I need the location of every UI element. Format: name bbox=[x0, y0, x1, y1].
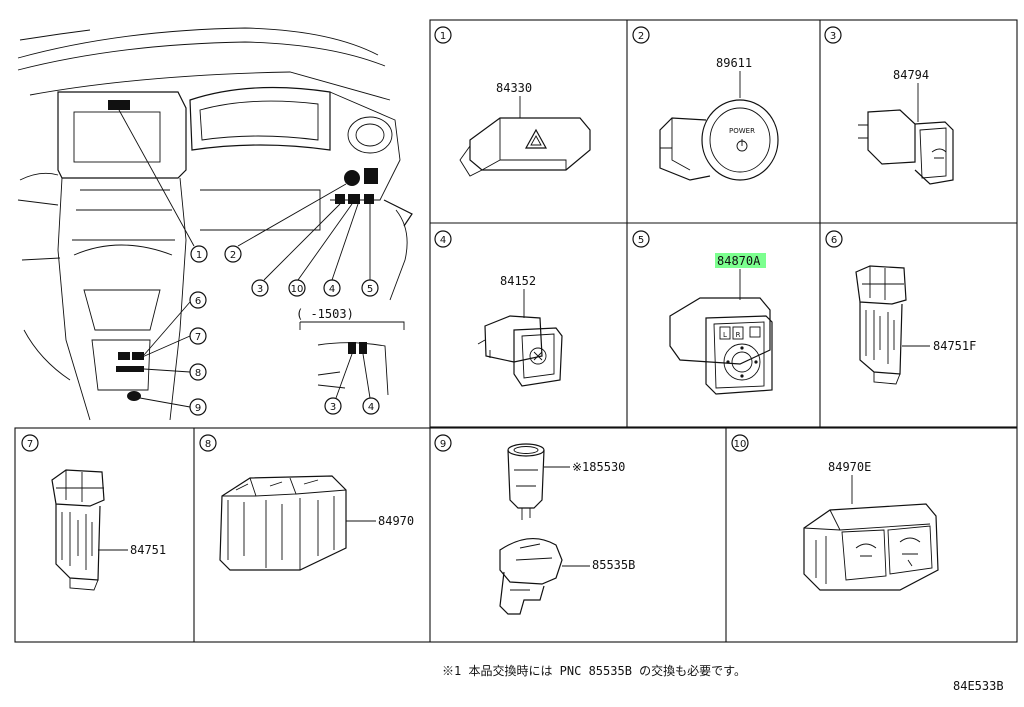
inset-callout-3: 3 bbox=[324, 397, 342, 415]
part-number-84330: 84330 bbox=[496, 81, 532, 95]
diagram-code: 84E533B bbox=[953, 679, 1004, 693]
panel-4: 4 84152 bbox=[434, 230, 563, 387]
svg-text:1: 1 bbox=[440, 31, 446, 42]
panel-2: 2 89611 POWER bbox=[632, 26, 779, 181]
part-number-84970: 84970 bbox=[378, 514, 414, 528]
svg-text:5: 5 bbox=[638, 235, 644, 246]
inset-label: ( -1503) bbox=[296, 307, 354, 321]
svg-text:3: 3 bbox=[330, 402, 336, 413]
svg-text:8: 8 bbox=[205, 439, 211, 450]
part-number-185530: ※185530 bbox=[572, 460, 625, 474]
panel-6: 6 84751F bbox=[825, 230, 976, 385]
part-number-84970E: 84970E bbox=[828, 460, 871, 474]
svg-text:6: 6 bbox=[195, 296, 201, 307]
svg-text:8: 8 bbox=[195, 368, 201, 379]
callout-1: 1 bbox=[190, 245, 208, 263]
power-label: POWER bbox=[729, 127, 755, 135]
callout-7: 7 bbox=[189, 327, 207, 345]
callout-2: 2 bbox=[224, 245, 242, 263]
svg-text:4: 4 bbox=[368, 402, 374, 413]
svg-text:1: 1 bbox=[196, 250, 202, 261]
panel-3: 3 84794 bbox=[824, 26, 954, 185]
part-number-85535B: 85535B bbox=[592, 558, 635, 572]
callout-9: 9 bbox=[189, 398, 207, 416]
svg-text:3: 3 bbox=[257, 284, 263, 295]
panel-8: 8 84970 bbox=[199, 434, 414, 571]
svg-text:10: 10 bbox=[291, 284, 304, 295]
svg-text:9: 9 bbox=[440, 439, 446, 450]
svg-text:6: 6 bbox=[831, 235, 837, 246]
svg-text:7: 7 bbox=[195, 332, 201, 343]
footnote: ※1 本品交換時には PNC 85535B の交換も必要です。 bbox=[442, 663, 746, 678]
svg-text:4: 4 bbox=[440, 235, 446, 246]
inset-variant: ( -1503) 3 4 bbox=[296, 307, 405, 415]
panel-1: 1 84330 bbox=[434, 26, 591, 177]
callout-8: 8 bbox=[189, 363, 207, 381]
svg-text:3: 3 bbox=[830, 31, 836, 42]
panel-10: 10 84970E bbox=[731, 434, 939, 591]
part-number-84751F: 84751F bbox=[933, 339, 976, 353]
panel-5: 5 84870A L R bbox=[632, 230, 773, 395]
part-highlight bbox=[715, 253, 766, 268]
svg-text:L: L bbox=[723, 331, 727, 339]
panel-7: 7 84751 bbox=[21, 434, 166, 591]
callout-5: 5 bbox=[361, 279, 379, 297]
part-number-84870A[interactable]: 84870A bbox=[717, 254, 761, 268]
svg-text:2: 2 bbox=[230, 250, 236, 261]
dashboard-overview: 1 2 3 10 4 5 6 7 8 9 ( -1503) 3 4 bbox=[17, 27, 413, 421]
callout-6: 6 bbox=[189, 291, 207, 309]
svg-text:R: R bbox=[736, 331, 741, 339]
callout-4: 4 bbox=[323, 279, 341, 297]
part-number-84794: 84794 bbox=[893, 68, 929, 82]
panel-9: 9 ※185530 85535B bbox=[434, 434, 635, 615]
part-number-84152: 84152 bbox=[500, 274, 536, 288]
inset-callout-4: 4 bbox=[362, 397, 380, 415]
callout-3: 3 bbox=[251, 279, 269, 297]
svg-text:2: 2 bbox=[638, 31, 644, 42]
part-number-89611: 89611 bbox=[716, 56, 752, 70]
part-number-84751: 84751 bbox=[130, 543, 166, 557]
svg-text:7: 7 bbox=[27, 439, 33, 450]
svg-text:4: 4 bbox=[329, 284, 335, 295]
svg-text:5: 5 bbox=[367, 284, 373, 295]
panel-grid bbox=[14, 19, 1018, 643]
callout-10: 10 bbox=[288, 279, 306, 297]
svg-text:9: 9 bbox=[195, 403, 201, 414]
svg-text:10: 10 bbox=[734, 439, 747, 450]
